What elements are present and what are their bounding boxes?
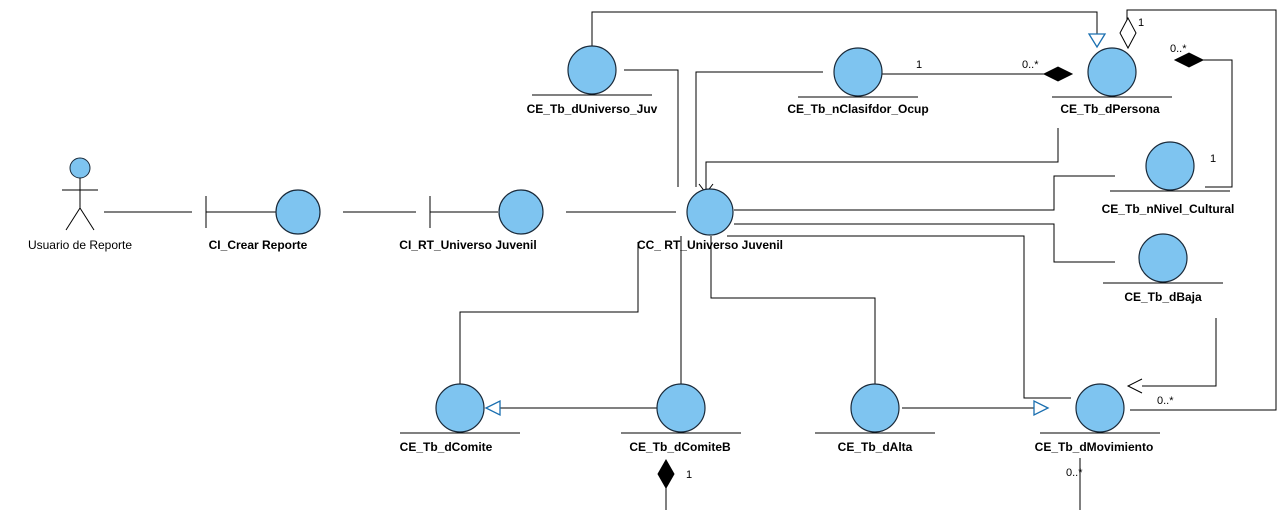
entity-alta[interactable]: CE_Tb_dAlta — [815, 383, 935, 454]
cc-rt-label: CC_ RT_Universo Juvenil — [637, 238, 783, 252]
boundary-circle — [498, 189, 544, 235]
entity-circle — [567, 45, 617, 95]
comiteb-label: CE_Tb_dComiteB — [629, 440, 731, 454]
assoc-baja-movimiento — [1142, 318, 1217, 387]
assoc-cc-alta — [710, 236, 876, 386]
mult-nivel-one: 1 — [1210, 153, 1216, 165]
boundary-ci-crear-reporte[interactable]: CI_Crear Reporte — [205, 189, 321, 252]
aggregation-diamond-persona — [1119, 16, 1137, 50]
assoc-cc-movimiento — [727, 235, 1071, 399]
baja-label: CE_Tb_dBaja — [1124, 290, 1202, 304]
connections — [104, 9, 1277, 510]
boundary-circle — [275, 189, 321, 235]
actor-usuario-reporte[interactable]: Usuario de Reporte — [28, 157, 132, 252]
ci-crear-label: CI_Crear Reporte — [209, 238, 308, 252]
entity-circle — [1075, 383, 1125, 433]
entity-universo-juv[interactable]: CE_Tb_dUniverso_Juv — [527, 45, 658, 116]
alta-label: CE_Tb_dAlta — [838, 440, 913, 454]
boundary-ci-rt-universo[interactable]: CI_RT_Universo Juvenil — [399, 189, 544, 252]
control-circle — [686, 188, 734, 236]
entity-baja[interactable]: CE_Tb_dBaja — [1103, 233, 1223, 304]
clasif-label: CE_Tb_nClasifdor_Ocup — [787, 102, 928, 116]
entity-circle — [435, 383, 485, 433]
assoc-cc-baja — [734, 223, 1115, 263]
mult-persona-from-nivel: 0..* — [1170, 43, 1187, 55]
mult-clasif-one: 1 — [916, 59, 922, 71]
mult-movimiento-bottom: 0..* — [1066, 467, 1083, 479]
comite-label: CE_Tb_dComite — [400, 440, 493, 454]
generalization-arrow-persona — [1087, 33, 1107, 49]
actor-leg-left — [65, 207, 81, 231]
entity-circle — [833, 47, 883, 97]
nav-arrow-movimiento — [1126, 378, 1143, 394]
nivel-label: CE_Tb_nNivel_Cultural — [1102, 202, 1235, 216]
composition-diamond-nivel — [1173, 52, 1205, 68]
control-cc-rt-universo[interactable]: CC_ RT_Universo Juvenil — [637, 188, 783, 252]
generalization-universo-persona — [591, 11, 1098, 46]
actor-leg-right — [79, 207, 95, 231]
actor-head — [69, 157, 91, 179]
generalization-arrow-comite — [484, 399, 501, 417]
entity-circle — [1145, 141, 1195, 191]
composition-diamond-comiteb — [657, 458, 675, 490]
entity-persona[interactable]: CE_Tb_dPersona — [1052, 47, 1172, 116]
assoc-nivel-persona — [1203, 59, 1233, 188]
universo-juv-label: CE_Tb_dUniverso_Juv — [527, 102, 658, 116]
movimiento-label: CE_Tb_dMovimiento — [1035, 440, 1154, 454]
entity-circle — [1087, 47, 1137, 97]
entity-comite[interactable]: CE_Tb_dComite — [400, 383, 520, 454]
persona-label: CE_Tb_dPersona — [1060, 102, 1160, 116]
assoc-movimiento-persona — [1126, 9, 1277, 411]
mult-movimiento-from-baja: 0..* — [1157, 395, 1174, 407]
actor-label: Usuario de Reporte — [28, 238, 132, 252]
assoc-universo-cc — [624, 69, 679, 187]
assoc-clasif-cc — [695, 71, 823, 187]
multiplicities: 1 0..* 1 0..* 1 0..* 1 0..* — [686, 17, 1216, 481]
ci-rt-label: CI_RT_Universo Juvenil — [399, 238, 536, 252]
entity-clasif-ocup[interactable]: CE_Tb_nClasifdor_Ocup — [787, 47, 929, 116]
entity-nivel-cultural[interactable]: CE_Tb_nNivel_Cultural — [1102, 141, 1235, 216]
entity-circle — [656, 383, 706, 433]
generalization-arrow-movimiento — [1033, 399, 1050, 417]
mult-comiteb-one: 1 — [686, 469, 692, 481]
assoc-cc-comite — [459, 242, 639, 386]
mult-persona-self-one: 1 — [1138, 17, 1144, 29]
composition-diamond-clasif — [1042, 66, 1074, 82]
mult-persona-from-clasif: 0..* — [1022, 59, 1039, 71]
entity-circle — [1138, 233, 1188, 283]
entity-circle — [850, 383, 900, 433]
entity-comiteb[interactable]: CE_Tb_dComiteB — [621, 383, 741, 454]
entity-movimiento[interactable]: CE_Tb_dMovimiento — [1035, 383, 1160, 454]
assoc-persona-cc — [705, 128, 1059, 190]
assoc-cc-nivel — [734, 175, 1115, 211]
